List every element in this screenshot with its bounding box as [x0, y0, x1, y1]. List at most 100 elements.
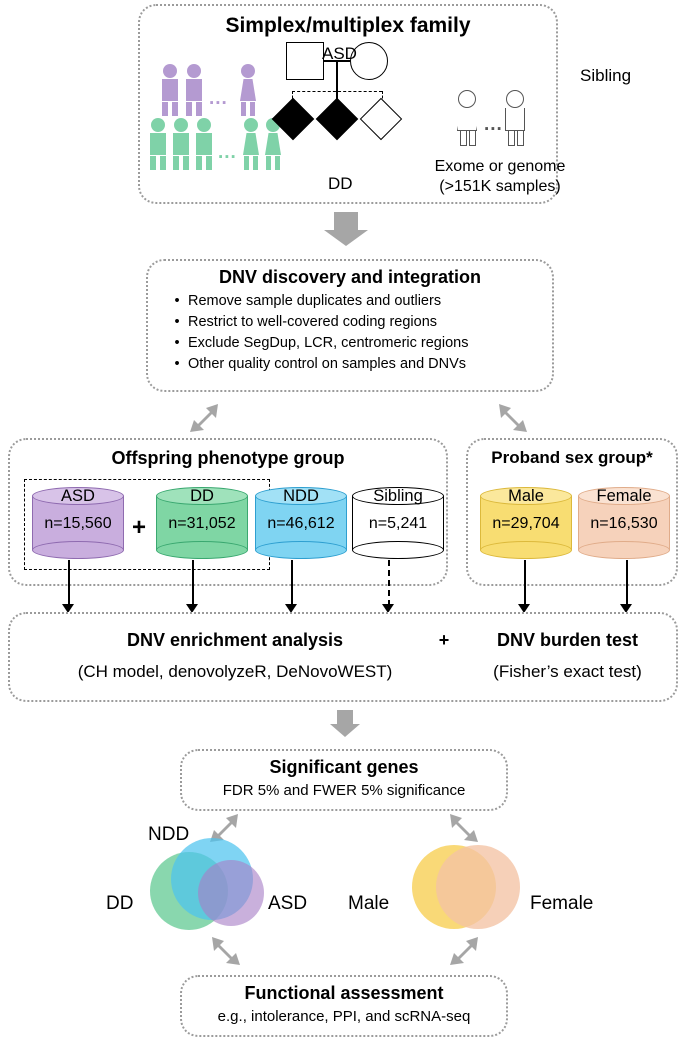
- pedigree-sib-drop-left: [292, 91, 293, 103]
- pedigree-diagram: [271, 42, 436, 162]
- dnv-bullet-list: • Remove sample duplicates and outliers •…: [166, 291, 544, 375]
- connector-female: [626, 560, 628, 606]
- venn-circle-asd: [198, 860, 264, 926]
- connector-arrowhead: [186, 604, 198, 613]
- cylinder-count: n=16,530: [590, 515, 658, 532]
- ellipsis-sibling: ...: [484, 114, 503, 135]
- offspring-phenotype-panel: Offspring phenotype group ASD n=15,560 +…: [8, 438, 448, 586]
- dd-group-label: DD: [328, 174, 353, 193]
- cylinder-dd: DD n=31,052: [156, 487, 248, 559]
- offspring-title: Offspring phenotype group: [111, 448, 345, 468]
- arrow-analysis-to-significant: [330, 710, 360, 737]
- person-outline-icon: [505, 90, 525, 146]
- connector-arrowhead: [62, 604, 74, 613]
- person-icon: [196, 118, 212, 170]
- cylinder-male: Male n=29,704: [480, 487, 572, 559]
- cylinder-label: Sibling: [373, 487, 423, 505]
- connector-male: [524, 560, 526, 606]
- functional-assessment-panel: Functional assessment e.g., intolerance,…: [180, 975, 508, 1037]
- pedigree-mother-circle: [350, 42, 388, 80]
- cylinder-label: Female: [596, 487, 652, 505]
- bullet-icon: •: [174, 335, 180, 351]
- pedigree-father-square: [286, 42, 324, 80]
- connector-arrowhead: [518, 604, 530, 613]
- connector-arrowhead: [382, 604, 394, 613]
- family-title: Simplex/multiplex family: [225, 14, 471, 37]
- significant-genes-subtitle: FDR 5% and FWER 5% significance: [222, 782, 466, 799]
- family-panel: Simplex/multiplex family ASD DD Sibling …: [138, 4, 631, 204]
- venn-label-dd: DD: [106, 893, 134, 914]
- connector-sibling: [388, 560, 390, 606]
- significant-genes-panel: Significant genes FDR 5% and FWER 5% sig…: [180, 749, 508, 811]
- pedigree-affected-diamond: [271, 97, 315, 141]
- exome-line-1: Exome or genome: [434, 158, 566, 175]
- list-item: • Restrict to well-covered coding regions: [166, 312, 544, 333]
- arrow-dnv-to-sexgroup: [497, 400, 527, 432]
- connector-arrowhead: [285, 604, 297, 613]
- sexgroup-title: Proband sex group*: [491, 448, 653, 467]
- person-icon: [186, 64, 202, 116]
- cylinder-label: DD: [190, 487, 214, 505]
- dnv-title: DNV discovery and integration: [218, 267, 482, 287]
- venn-label-female: Female: [530, 893, 594, 914]
- pedigree-sibship-line: [292, 91, 382, 92]
- list-item-label: Other quality control on samples and DNV…: [188, 356, 467, 372]
- plus-sign-analysis: +: [438, 630, 450, 650]
- connector-asd: [68, 560, 70, 606]
- person-icon: [240, 64, 256, 116]
- arrow-venn-left-to-functional: [210, 935, 240, 965]
- person-outline-icon: [457, 90, 477, 146]
- venn-circle-female: [436, 845, 520, 929]
- pedigree-affected-diamond: [315, 97, 359, 141]
- analysis-panel: DNV enrichment analysis + DNV burden tes…: [8, 612, 678, 702]
- functional-subtitle: e.g., intolerance, PPI, and scRNA-seq: [217, 1008, 471, 1025]
- bullet-icon: •: [174, 293, 180, 309]
- connector-ndd: [291, 560, 293, 606]
- enrichment-methods: (CH model, denovolyzeR, DeNovoWEST): [77, 662, 393, 681]
- list-item: • Other quality control on samples and DN…: [166, 354, 544, 375]
- significant-genes-title: Significant genes: [269, 757, 419, 777]
- arrow-family-to-dnv: [324, 212, 368, 246]
- ellipsis-asd: ...: [209, 88, 228, 109]
- cylinder-label: Male: [508, 487, 544, 505]
- plus-sign-asd-dd: +: [132, 514, 147, 541]
- pedigree-sib-drop-right: [382, 91, 383, 103]
- cylinder-count: n=29,704: [492, 515, 560, 532]
- arrow-venn-right-to-functional: [448, 935, 478, 965]
- pedigree-unaffected-diamond: [359, 97, 403, 141]
- list-item-label: Restrict to well-covered coding regions: [188, 314, 438, 330]
- cylinder-label: NDD: [283, 487, 319, 505]
- list-item-label: Remove sample duplicates and outliers: [188, 293, 442, 309]
- cylinder-asd: ASD n=15,560: [32, 487, 124, 559]
- burden-test-method: (Fisher’s exact test): [493, 662, 642, 681]
- list-item: • Exclude SegDup, LCR, centromeric region…: [166, 333, 544, 354]
- connector-arrowhead: [620, 604, 632, 613]
- list-item: • Remove sample duplicates and outliers: [166, 291, 544, 312]
- person-icon: [150, 118, 166, 170]
- cylinder-count: n=5,241: [368, 515, 428, 532]
- dnv-discovery-panel: DNV discovery and integration • Remove sa…: [146, 259, 554, 392]
- cylinder-label: ASD: [61, 487, 95, 505]
- person-icon: [162, 64, 178, 116]
- enrichment-title: DNV enrichment analysis: [126, 630, 344, 650]
- bullet-icon: •: [174, 314, 180, 330]
- connector-dd: [192, 560, 194, 606]
- list-item-label: Exclude SegDup, LCR, centromeric regions: [188, 335, 469, 351]
- cylinder-sibling: Sibling n=5,241: [352, 487, 444, 559]
- arrow-significant-to-venn-right: [448, 812, 478, 842]
- asd-group-label: ASD: [322, 44, 357, 63]
- proband-sex-panel: Proband sex group* Male n=29,704 Female …: [466, 438, 678, 586]
- bullet-icon: •: [174, 356, 180, 372]
- functional-title: Functional assessment: [244, 983, 444, 1003]
- exome-line-2: (>151K samples): [439, 178, 561, 195]
- cylinder-count: n=15,560: [44, 515, 112, 532]
- arrow-significant-to-venn-left: [208, 812, 238, 842]
- cylinder-female: Female n=16,530: [578, 487, 670, 559]
- person-icon: [243, 118, 259, 170]
- person-icon: [173, 118, 189, 170]
- cylinder-count: n=46,612: [267, 515, 335, 532]
- sibling-group-label: Sibling: [580, 66, 632, 85]
- person-icon: [265, 118, 281, 170]
- cylinder-count: n=31,052: [168, 515, 236, 532]
- venn-label-ndd: NDD: [148, 824, 190, 845]
